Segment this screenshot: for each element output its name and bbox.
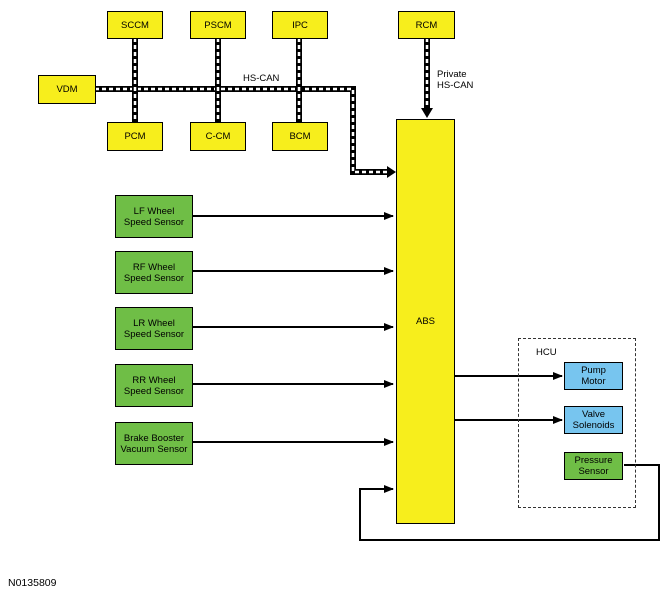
module-abs: ABS [396, 119, 455, 524]
module-pcm: PCM [107, 122, 163, 151]
actuator-pump-motor: Pump Motor [564, 362, 623, 390]
figure-id: N0135809 [8, 577, 57, 589]
actuator-valve-solenoids: Valve Solenoids [564, 406, 623, 434]
hcu-boundary [518, 338, 636, 508]
module-ccm: C-CM [190, 122, 246, 151]
sensor-lr-wheel-speed: LR Wheel Speed Sensor [115, 307, 193, 350]
sensor-rr-wheel-speed: RR Wheel Speed Sensor [115, 364, 193, 407]
module-bcm: BCM [272, 122, 328, 151]
module-pscm: PSCM [190, 11, 246, 39]
sensor-lf-wheel-speed: LF Wheel Speed Sensor [115, 195, 193, 238]
private-hs-can-label: Private HS-CAN [437, 69, 474, 91]
hs-can-bus [95, 38, 396, 178]
hs-can-label: HS-CAN [243, 73, 280, 84]
module-vdm: VDM [38, 75, 96, 104]
hcu-title: HCU [536, 347, 557, 358]
sensor-rf-wheel-speed: RF Wheel Speed Sensor [115, 251, 193, 294]
private-hs-can [421, 38, 433, 118]
module-ipc: IPC [272, 11, 328, 39]
sensor-pressure: Pressure Sensor [564, 452, 623, 480]
pressure-feedback-line [359, 464, 660, 541]
sensor-brake-booster-vacuum: Brake Booster Vacuum Sensor [115, 422, 193, 465]
module-sccm: SCCM [107, 11, 163, 39]
module-rcm: RCM [398, 11, 455, 39]
